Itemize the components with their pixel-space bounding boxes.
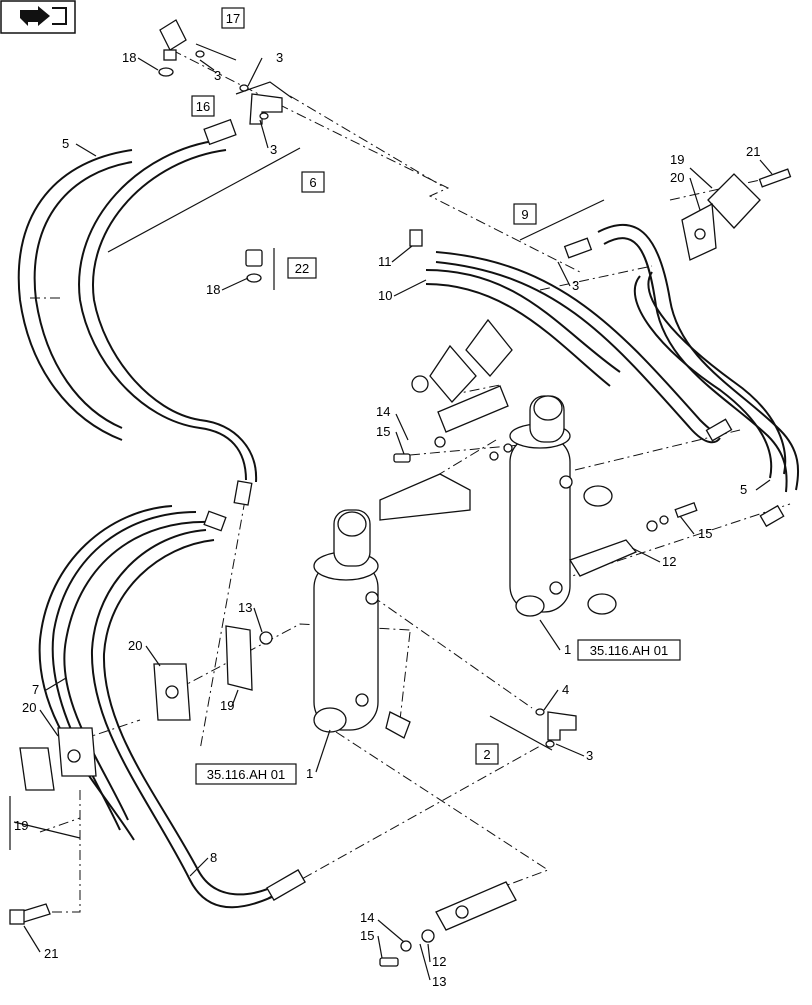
callout-18-mid[interactable]: 18 <box>206 282 220 297</box>
book-arrow-icon[interactable] <box>0 0 76 34</box>
washers-14-15 <box>393 436 513 463</box>
callout-1-left[interactable]: 1 <box>306 766 313 781</box>
callout-15-right[interactable]: 15 <box>698 526 712 541</box>
callout-8[interactable]: 8 <box>210 850 217 865</box>
callout-labels: 17 18 3 3 16 3 5 6 22 18 19 20 21 9 11 1… <box>14 7 760 989</box>
callout-19-top[interactable]: 19 <box>670 152 684 167</box>
callout-15-mid[interactable]: 15 <box>376 424 390 439</box>
callout-2[interactable]: 2 <box>475 743 499 765</box>
hose-7-8-bottom <box>38 505 291 909</box>
callout-9[interactable]: 9 <box>513 203 537 225</box>
callout-3a[interactable]: 3 <box>214 68 221 83</box>
o-ring-18-top <box>158 67 174 77</box>
callout-11[interactable]: 11 <box>378 254 392 269</box>
svg-text:35.116.AH 01: 35.116.AH 01 <box>590 643 669 658</box>
callout-21-bottom[interactable]: 21 <box>44 946 58 961</box>
plug-22 <box>245 249 263 283</box>
elbow-fitting-17 <box>159 19 187 61</box>
leader-lines <box>23 57 773 981</box>
cylinder-1-right[interactable] <box>509 395 573 617</box>
callout-17[interactable]: 17 <box>221 7 245 29</box>
callout-3d[interactable]: 3 <box>572 278 579 293</box>
callout-7[interactable]: 7 <box>32 682 39 697</box>
tube-12-right <box>569 515 669 577</box>
callout-19-bottom[interactable]: 19 <box>14 818 28 833</box>
callout-20-bottom[interactable]: 20 <box>22 700 36 715</box>
hose-end-fitting-top <box>203 118 237 146</box>
callout-20-top[interactable]: 20 <box>670 170 684 185</box>
bracket-19-20-top <box>681 173 761 261</box>
hose-fittings-bottom <box>203 480 306 901</box>
callout-3c[interactable]: 3 <box>270 142 277 157</box>
callout-ref-left[interactable]: 35.116.AH 01 <box>195 763 297 785</box>
plates-center <box>411 318 513 433</box>
callout-18-top[interactable]: 18 <box>122 50 136 65</box>
svg-text:6: 6 <box>309 175 316 190</box>
callout-14-bottom[interactable]: 14 <box>360 910 374 925</box>
banjo-fittings <box>385 485 617 739</box>
callout-ref-right[interactable]: 35.116.AH 01 <box>577 639 681 661</box>
callout-3b[interactable]: 3 <box>276 50 283 65</box>
callout-13-bottom[interactable]: 13 <box>432 974 446 989</box>
svg-text:2: 2 <box>483 747 490 762</box>
cylinder-1-left[interactable] <box>313 509 379 733</box>
svg-text:9: 9 <box>521 207 528 222</box>
callout-13-mid[interactable]: 13 <box>238 600 252 615</box>
callout-12-right[interactable]: 12 <box>662 554 676 569</box>
callout-4[interactable]: 4 <box>562 682 569 697</box>
callout-20-mid[interactable]: 20 <box>128 638 142 653</box>
bracket-19-20-mid <box>153 625 273 721</box>
bolt-21-top <box>758 168 792 188</box>
o-ring-3-top <box>195 50 249 92</box>
callout-3e[interactable]: 3 <box>586 748 593 763</box>
elbow-fitting-16 <box>249 93 283 125</box>
elbow-fitting-2 <box>535 708 577 748</box>
callout-5-right[interactable]: 5 <box>740 482 747 497</box>
svg-text:35.116.AH 01: 35.116.AH 01 <box>207 767 286 782</box>
bracket-19-20-bottom <box>19 727 97 791</box>
callout-5-left[interactable]: 5 <box>62 136 69 151</box>
pin-center <box>379 473 471 521</box>
callout-22[interactable]: 22 <box>287 257 317 279</box>
callout-21-top[interactable]: 21 <box>746 144 760 159</box>
callout-1-right[interactable]: 1 <box>564 642 571 657</box>
svg-text:16: 16 <box>196 99 210 114</box>
bolt-15-right <box>674 501 698 519</box>
pin-12-bottom <box>379 881 517 967</box>
svg-text:17: 17 <box>226 11 240 26</box>
callout-12-bottom[interactable]: 12 <box>432 954 446 969</box>
hose-9-right <box>597 223 800 493</box>
svg-text:22: 22 <box>295 261 309 276</box>
bolt-21-bottom <box>9 903 51 925</box>
callout-brackets <box>9 43 605 850</box>
callout-16[interactable]: 16 <box>191 95 215 117</box>
callout-14-mid[interactable]: 14 <box>376 404 390 419</box>
callout-6[interactable]: 6 <box>301 171 325 193</box>
hose-5-left <box>17 139 258 483</box>
fitting-right-hose-ends <box>409 229 785 528</box>
callout-15-bottom[interactable]: 15 <box>360 928 374 943</box>
callout-10[interactable]: 10 <box>378 288 392 303</box>
callout-19-mid[interactable]: 19 <box>220 698 234 713</box>
